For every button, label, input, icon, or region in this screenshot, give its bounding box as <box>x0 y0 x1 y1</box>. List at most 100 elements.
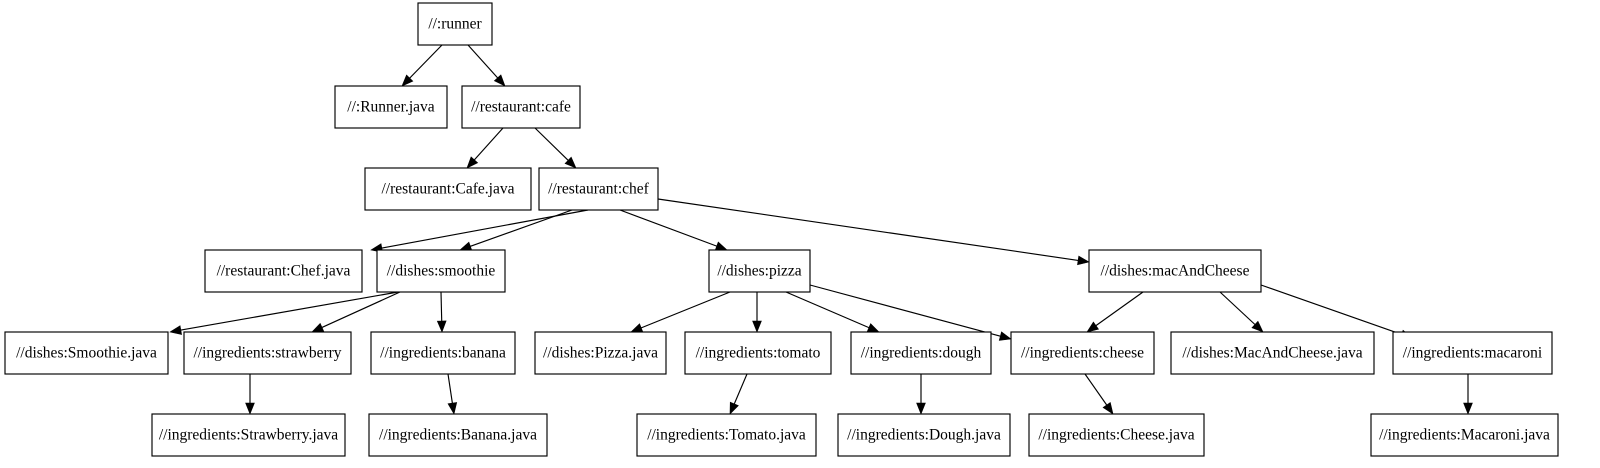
node-box[interactable] <box>183 331 352 375</box>
node-label: //dishes:MacAndCheese.java <box>1182 345 1362 362</box>
graph-edge <box>1463 374 1473 415</box>
graph-edge <box>169 291 399 335</box>
node-box[interactable] <box>850 331 992 375</box>
node-box[interactable] <box>636 413 817 457</box>
graph-node-ing_strawberryjava[interactable]: //ingredients:Strawberry.java <box>151 413 346 457</box>
node-box[interactable] <box>534 331 667 375</box>
graph-node-restaurant_chef[interactable]: //restaurant:chef <box>538 167 659 211</box>
edge-arrowhead-icon <box>459 241 473 251</box>
graph-edge <box>785 291 880 333</box>
node-label: //restaurant:cafe <box>471 99 571 116</box>
graph-node-dishes_smoothiejava[interactable]: //dishes:Smoothie.java <box>4 331 169 375</box>
node-box[interactable] <box>204 249 363 293</box>
edge-arrowhead-icon <box>466 156 479 169</box>
graph-node-runner[interactable]: //:runner <box>417 2 493 46</box>
node-box[interactable] <box>151 413 346 457</box>
edge-line <box>1219 291 1256 325</box>
graph-node-dishes_pizzajava[interactable]: //dishes:Pizza.java <box>534 331 667 375</box>
edge-line <box>619 209 717 247</box>
graph-node-ing_dough[interactable]: //ingredients:dough <box>850 331 992 375</box>
node-label: //:runner <box>428 16 482 33</box>
edge-arrowhead-icon <box>401 74 414 87</box>
graph-node-ing_tomato[interactable]: //ingredients:tomato <box>684 331 832 375</box>
graph-node-ing_macaronijava[interactable]: //ingredients:Macaroni.java <box>1370 413 1559 457</box>
edge-arrowhead-icon <box>752 320 762 333</box>
edge-line <box>447 373 453 404</box>
graph-node-ing_banana[interactable]: //ingredients:banana <box>370 331 516 375</box>
node-label: //ingredients:tomato <box>696 345 821 362</box>
edge-line <box>321 291 401 328</box>
graph-node-restaurant_chefjava[interactable]: //restaurant:Chef.java <box>204 249 363 293</box>
graph-node-dishes_smoothie[interactable]: //dishes:smoothie <box>376 249 506 293</box>
edge-line <box>1095 291 1144 327</box>
node-box[interactable] <box>708 249 811 293</box>
edge-line <box>470 209 573 247</box>
graph-node-ing_cheesejava[interactable]: //ingredients:Cheese.java <box>1028 413 1205 457</box>
edge-line <box>1260 284 1402 335</box>
node-box[interactable] <box>684 331 832 375</box>
edge-arrowhead-icon <box>311 322 325 333</box>
graph-node-runner_java[interactable]: //:Runner.java <box>334 85 448 129</box>
edge-line <box>467 44 499 79</box>
edge-line <box>657 198 1079 261</box>
graph-node-dishes_pizza[interactable]: //dishes:pizza <box>708 249 811 293</box>
node-box[interactable] <box>1392 331 1553 375</box>
node-box[interactable] <box>334 85 448 129</box>
node-box[interactable] <box>1370 413 1559 457</box>
edge-arrowhead-icon <box>493 74 506 87</box>
graph-edge <box>311 291 401 333</box>
node-label: //restaurant:chef <box>548 181 650 198</box>
node-box[interactable] <box>417 2 493 46</box>
graph-node-ing_tomatojava[interactable]: //ingredients:Tomato.java <box>636 413 817 457</box>
node-box[interactable] <box>837 413 1011 457</box>
node-label: //restaurant:Chef.java <box>217 263 351 280</box>
node-label: //ingredients:cheese <box>1021 345 1144 362</box>
graph-node-ing_cheese[interactable]: //ingredients:cheese <box>1010 331 1155 375</box>
node-label: //ingredients:macaroni <box>1403 345 1543 362</box>
node-box[interactable] <box>1088 249 1262 293</box>
graph-edge <box>1219 291 1264 333</box>
graph-node-restaurant_cafe[interactable]: //restaurant:cafe <box>461 85 581 129</box>
graph-node-dishes_macandcheese[interactable]: //dishes:macAndCheese <box>1088 249 1262 293</box>
graph-node-ing_doughjava[interactable]: //ingredients:Dough.java <box>837 413 1011 457</box>
node-label: //restaurant:Cafe.java <box>382 181 515 198</box>
node-label: //dishes:Smoothie.java <box>16 345 157 362</box>
graph-node-ing_bananajava[interactable]: //ingredients:Banana.java <box>368 413 548 457</box>
node-box[interactable] <box>1170 331 1375 375</box>
node-label: //dishes:Pizza.java <box>543 345 658 362</box>
edge-line <box>1084 373 1108 406</box>
node-box[interactable] <box>1010 331 1155 375</box>
node-label: //ingredients:strawberry <box>193 345 341 362</box>
edge-arrowhead-icon <box>866 323 880 333</box>
edge-arrowhead-icon <box>630 323 644 333</box>
graph-node-ing_strawberry[interactable]: //ingredients:strawberry <box>183 331 352 375</box>
node-box[interactable] <box>368 413 548 457</box>
graph-edge <box>245 374 255 415</box>
graph-edge <box>466 127 504 169</box>
graph-node-ing_macaroni[interactable]: //ingredients:macaroni <box>1392 331 1553 375</box>
edge-line <box>409 44 443 79</box>
edge-arrowhead-icon <box>1463 402 1473 415</box>
node-label: //dishes:pizza <box>717 263 801 280</box>
graph-edge <box>1086 291 1144 333</box>
edge-arrowhead-icon <box>1086 321 1100 333</box>
node-label: //ingredients:Macaroni.java <box>1379 427 1550 444</box>
node-box[interactable] <box>538 167 659 211</box>
node-box[interactable] <box>4 331 169 375</box>
edge-arrowhead-icon <box>729 401 739 415</box>
node-box[interactable] <box>370 331 516 375</box>
graph-edge <box>916 374 926 415</box>
edge-layer <box>169 44 1473 415</box>
graph-edge <box>752 292 762 333</box>
graph-node-dishes_macjava[interactable]: //dishes:MacAndCheese.java <box>1170 331 1375 375</box>
graph-edge <box>467 44 506 87</box>
node-box[interactable] <box>364 167 532 211</box>
graph-edge <box>534 127 577 169</box>
node-box[interactable] <box>376 249 506 293</box>
graph-node-restaurant_cafejava[interactable]: //restaurant:Cafe.java <box>364 167 532 211</box>
node-box[interactable] <box>461 85 581 129</box>
node-box[interactable] <box>1028 413 1205 457</box>
edge-arrowhead-icon <box>1251 320 1264 333</box>
edge-arrowhead-icon <box>436 320 447 333</box>
